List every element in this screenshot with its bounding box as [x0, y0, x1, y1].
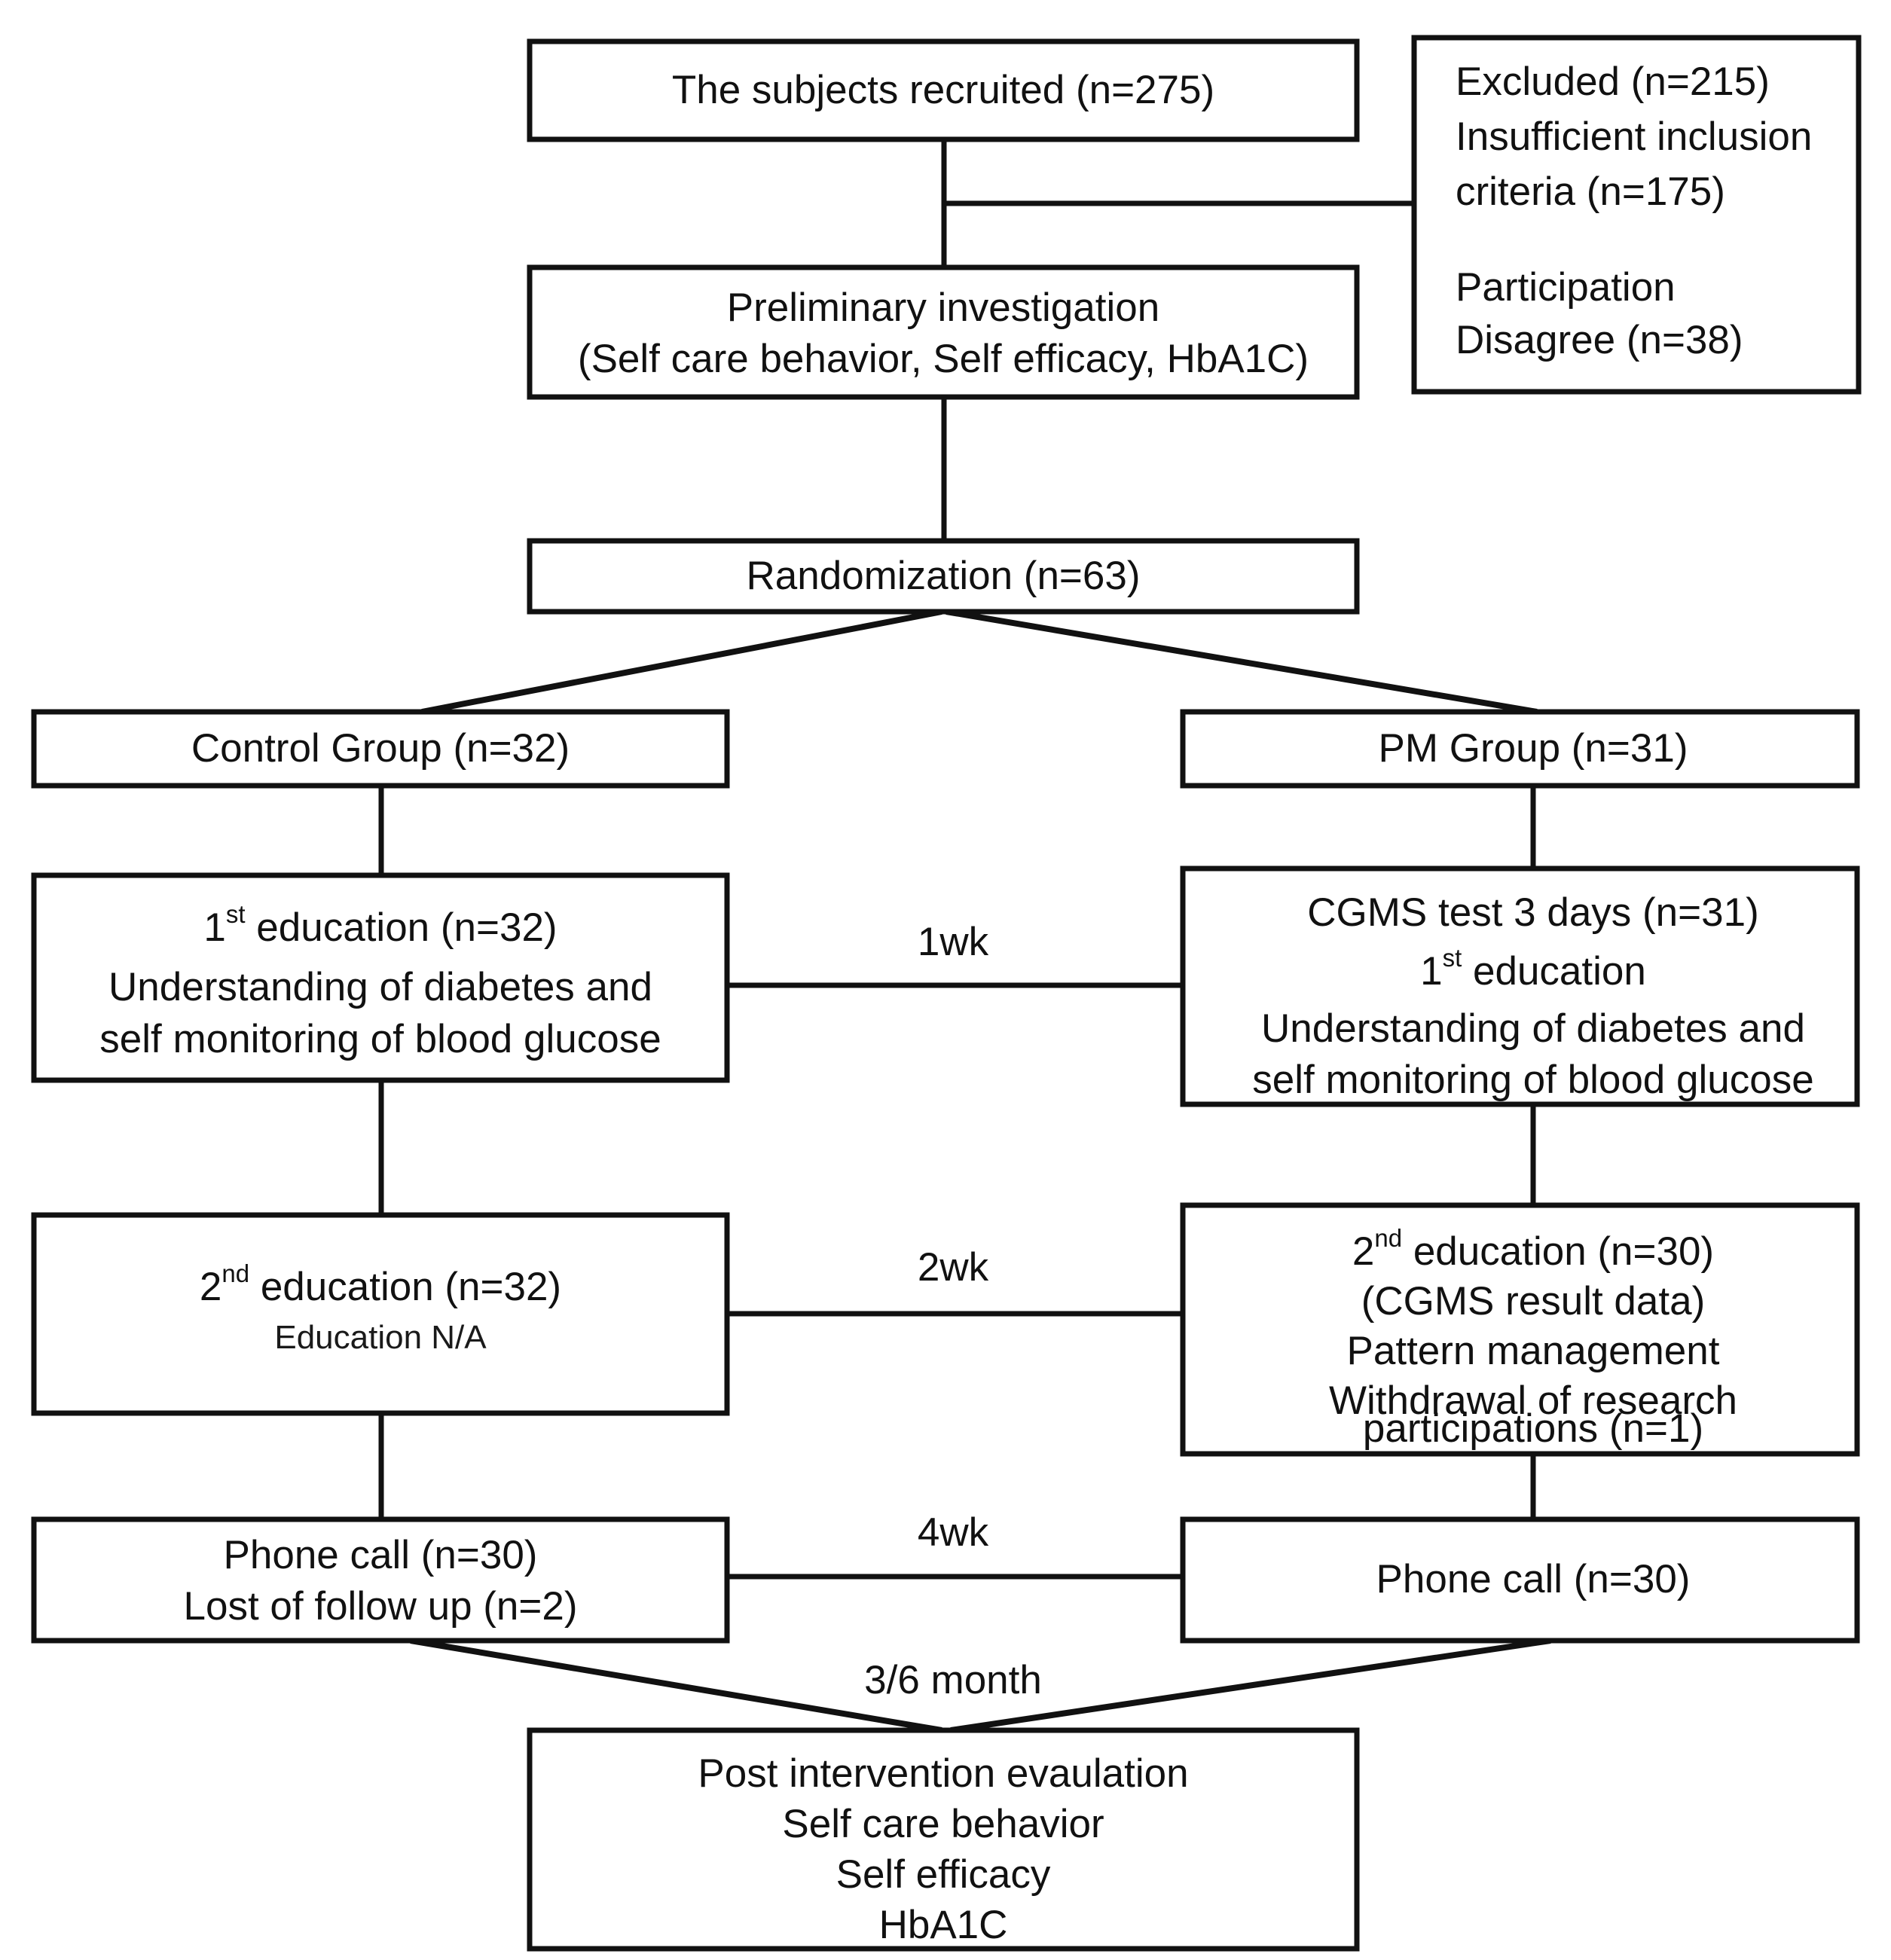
- control-edu2-ordinal-rest: education (n=32): [249, 1265, 561, 1309]
- control-edu1-ordinal-suffix: st: [226, 900, 246, 928]
- randomization-box: [527, 538, 1360, 615]
- pm-edu2-line-4: Withdrawal of research: [1329, 1378, 1737, 1423]
- pm-edu2-box: [1180, 1202, 1860, 1457]
- pm-edu2-line-5: participations (n=1): [1363, 1406, 1703, 1451]
- node-preliminary-investigation: Preliminary investigation (Self care beh…: [527, 264, 1360, 400]
- excluded-line-5: Participation: [1456, 265, 1676, 310]
- edge-label-3-6-month: 3/6 month: [864, 1658, 1042, 1702]
- control-edu2-ordinal-suffix: nd: [221, 1259, 249, 1287]
- node-recruited: The subjects recruited (n=275): [527, 38, 1360, 142]
- pm-edu2-ordinal-number: 2: [1352, 1229, 1374, 1274]
- control-edu2-box: [31, 1212, 730, 1416]
- edge-label-2wk: 2wk: [918, 1245, 989, 1290]
- control-edu1-ordinal-rest: education (n=32): [246, 905, 558, 950]
- node-excluded: Excluded (n=215) Insufficient inclusion …: [1411, 35, 1862, 395]
- excluded-line-2: Insufficient inclusion: [1456, 114, 1812, 159]
- excluded-box: [1411, 35, 1862, 395]
- control-phone-box: [31, 1516, 730, 1644]
- control-edu1-line-3: self monitoring of blood glucose: [99, 1017, 661, 1061]
- post-eval-box: [527, 1727, 1360, 1952]
- node-pm-phone-call: Phone call (n=30): [1180, 1516, 1860, 1644]
- control-edu2-title: 2nd education (n=32): [200, 1259, 561, 1309]
- pm-phone-box: [1180, 1516, 1860, 1644]
- edge-label-layer: 1wk 2wk 4wk 3/6 month: [864, 920, 1042, 1702]
- preliminary-line-2: (Self care behavior, Self efficacy, HbA1…: [578, 337, 1309, 381]
- pm-edu2-line-2: (CGMS result data): [1361, 1279, 1706, 1323]
- preliminary-line-1: Preliminary investigation: [727, 285, 1159, 330]
- connector-control-phone-to-posteval: [410, 1638, 942, 1733]
- node-post-intervention-evaluation: Post intervention evaulation Self care b…: [527, 1727, 1360, 1952]
- control-group-label: Control Group (n=32): [191, 726, 570, 771]
- pm-edu1-line-4: self monitoring of blood glucose: [1252, 1058, 1813, 1102]
- connector-randomization-to-pm: [945, 609, 1538, 715]
- connector-layer: [378, 139, 1551, 1733]
- post-eval-line-4: HbA1C: [879, 1903, 1008, 1947]
- pm-group-label: PM Group (n=31): [1379, 726, 1688, 771]
- pm-edu1-ordinal-rest: education: [1462, 949, 1646, 994]
- node-randomization: Randomization (n=63): [527, 538, 1360, 615]
- pm-edu2-ordinal-suffix: nd: [1374, 1224, 1402, 1252]
- recruited-label: The subjects recruited (n=275): [672, 68, 1214, 112]
- post-eval-line-3: Self efficacy: [836, 1852, 1051, 1897]
- control-edu1-line-2: Understanding of diabetes and: [108, 965, 652, 1009]
- node-control-education-1: 1st education (n=32) Understanding of di…: [31, 872, 730, 1083]
- control-phone-line-1: Phone call (n=30): [224, 1533, 538, 1577]
- pm-edu2-ordinal-rest: education (n=30): [1402, 1229, 1714, 1274]
- pm-edu2-title: 2nd education (n=30): [1352, 1224, 1714, 1274]
- randomization-label: Randomization (n=63): [747, 554, 1141, 598]
- recruited-box: [527, 38, 1360, 142]
- excluded-line-3: criteria (n=175): [1456, 169, 1725, 214]
- pm-edu1-box: [1180, 866, 1860, 1107]
- control-group-box: [31, 709, 730, 789]
- edge-label-1wk: 1wk: [918, 920, 989, 964]
- node-pm-education-2: 2nd education (n=30) (CGMS result data) …: [1180, 1202, 1860, 1457]
- control-edu1-box: [31, 872, 730, 1083]
- post-eval-line-1: Post intervention evaulation: [698, 1751, 1188, 1796]
- pm-edu1-line-3: Understanding of diabetes and: [1261, 1006, 1805, 1051]
- node-control-group: Control Group (n=32): [31, 709, 730, 789]
- pm-edu1-ordinal-suffix: st: [1443, 944, 1462, 972]
- pm-edu2-line-3: Pattern management: [1347, 1329, 1720, 1373]
- connector-pm-phone-to-posteval: [950, 1638, 1551, 1733]
- post-eval-line-2: Self care behavior: [782, 1802, 1104, 1846]
- connector-randomization-to-control: [421, 609, 942, 715]
- control-edu2-note: Education N/A: [274, 1319, 487, 1356]
- control-phone-line-2: Lost of follow up (n=2): [184, 1584, 578, 1629]
- node-pm-group: PM Group (n=31): [1180, 709, 1860, 789]
- pm-edu1-cgms-line: CGMS test 3 days (n=31): [1307, 890, 1758, 935]
- control-edu2-ordinal-number: 2: [200, 1265, 221, 1309]
- node-pm-education-1: CGMS test 3 days (n=31) 1st education Un…: [1180, 866, 1860, 1107]
- control-edu1-ordinal-number: 1: [203, 905, 225, 950]
- excluded-line-6: Disagree (n=38): [1456, 318, 1743, 362]
- edge-label-4wk: 4wk: [918, 1510, 989, 1555]
- pm-phone-label: Phone call (n=30): [1376, 1557, 1691, 1601]
- excluded-line-1: Excluded (n=215): [1456, 60, 1770, 104]
- control-edu1-title: 1st education (n=32): [203, 900, 557, 950]
- node-control-education-2: 2nd education (n=32) Education N/A: [31, 1212, 730, 1416]
- pm-group-box: [1180, 709, 1860, 789]
- node-control-phone-call: Phone call (n=30) Lost of follow up (n=2…: [31, 1516, 730, 1644]
- pm-edu1-title: 1st education: [1420, 944, 1646, 994]
- preliminary-box: [527, 264, 1360, 400]
- pm-edu1-ordinal-number: 1: [1420, 949, 1442, 994]
